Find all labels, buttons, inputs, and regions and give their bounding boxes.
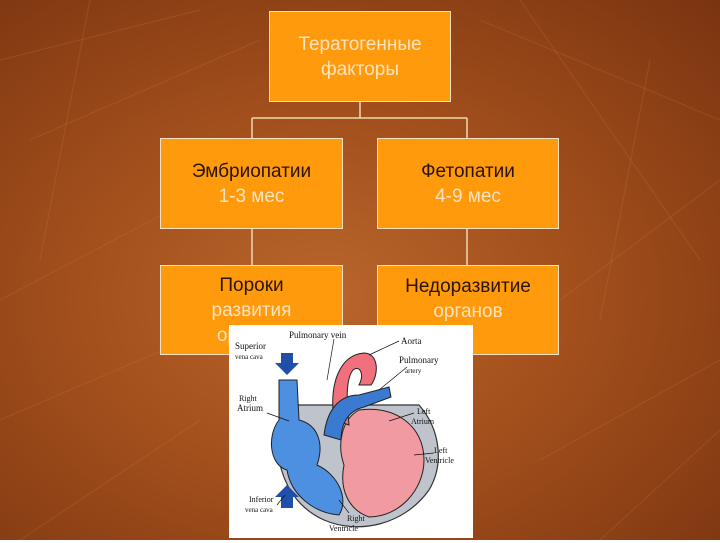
label-right-ventricle: Ventricle	[329, 524, 358, 533]
right-heart-chambers	[270, 379, 344, 516]
left-heart-chambers	[340, 408, 425, 518]
label-left: Left	[417, 407, 431, 416]
underdevelopment-line2: органов	[433, 301, 503, 322]
label-pulmonary-vein: Pulmonary vein	[289, 330, 347, 340]
heart-illustration: Superior vena cava Pulmonary vein Aorta …	[235, 330, 454, 533]
malformations-line2: развития	[211, 299, 292, 321]
root-node-teratogenic-factors: Тератогенные факторы	[269, 11, 451, 102]
label-artery: artery	[405, 367, 422, 375]
root-line2: факторы	[320, 58, 399, 80]
fetopathies-period: 4-9 мес	[435, 185, 501, 207]
label-left-ventricle: Ventricle	[425, 456, 454, 465]
embryopathies-period: 1-3 мес	[218, 185, 285, 207]
node-fetopathies: Фетопатии 4-9 мес	[377, 138, 559, 229]
label-left-v: Left	[434, 446, 448, 455]
label-left-atrium: Atrium	[411, 417, 435, 426]
node-embryopathies: Эмбриопатии 1-3 мес	[160, 138, 343, 229]
underdevelopment-line1: Недоразвитие	[405, 276, 531, 297]
label-superior-sub: vena cava	[235, 353, 264, 361]
superior-arrow-icon	[275, 353, 299, 375]
malformations-line1: Пороки	[219, 274, 284, 296]
heart-anatomy-image: Superior vena cava Pulmonary vein Aorta …	[229, 325, 473, 538]
label-right-atrium: Atrium	[237, 403, 263, 413]
label-right: Right	[239, 394, 258, 403]
label-pulmonary: Pulmonary	[399, 355, 439, 365]
fetopathies-title: Фетопатии	[421, 160, 515, 182]
inferior-arrow-icon	[275, 485, 299, 508]
label-right-v: Right	[347, 514, 366, 523]
root-line1: Тератогенные	[298, 33, 422, 55]
label-inferior: Inferior	[249, 495, 274, 504]
label-inferior-sub: vena cava	[245, 506, 274, 514]
pulmonary-artery-vessel	[323, 386, 392, 441]
embryopathies-title: Эмбриопатии	[191, 160, 312, 182]
label-superior: Superior	[235, 341, 266, 351]
label-aorta: Aorta	[401, 336, 422, 346]
